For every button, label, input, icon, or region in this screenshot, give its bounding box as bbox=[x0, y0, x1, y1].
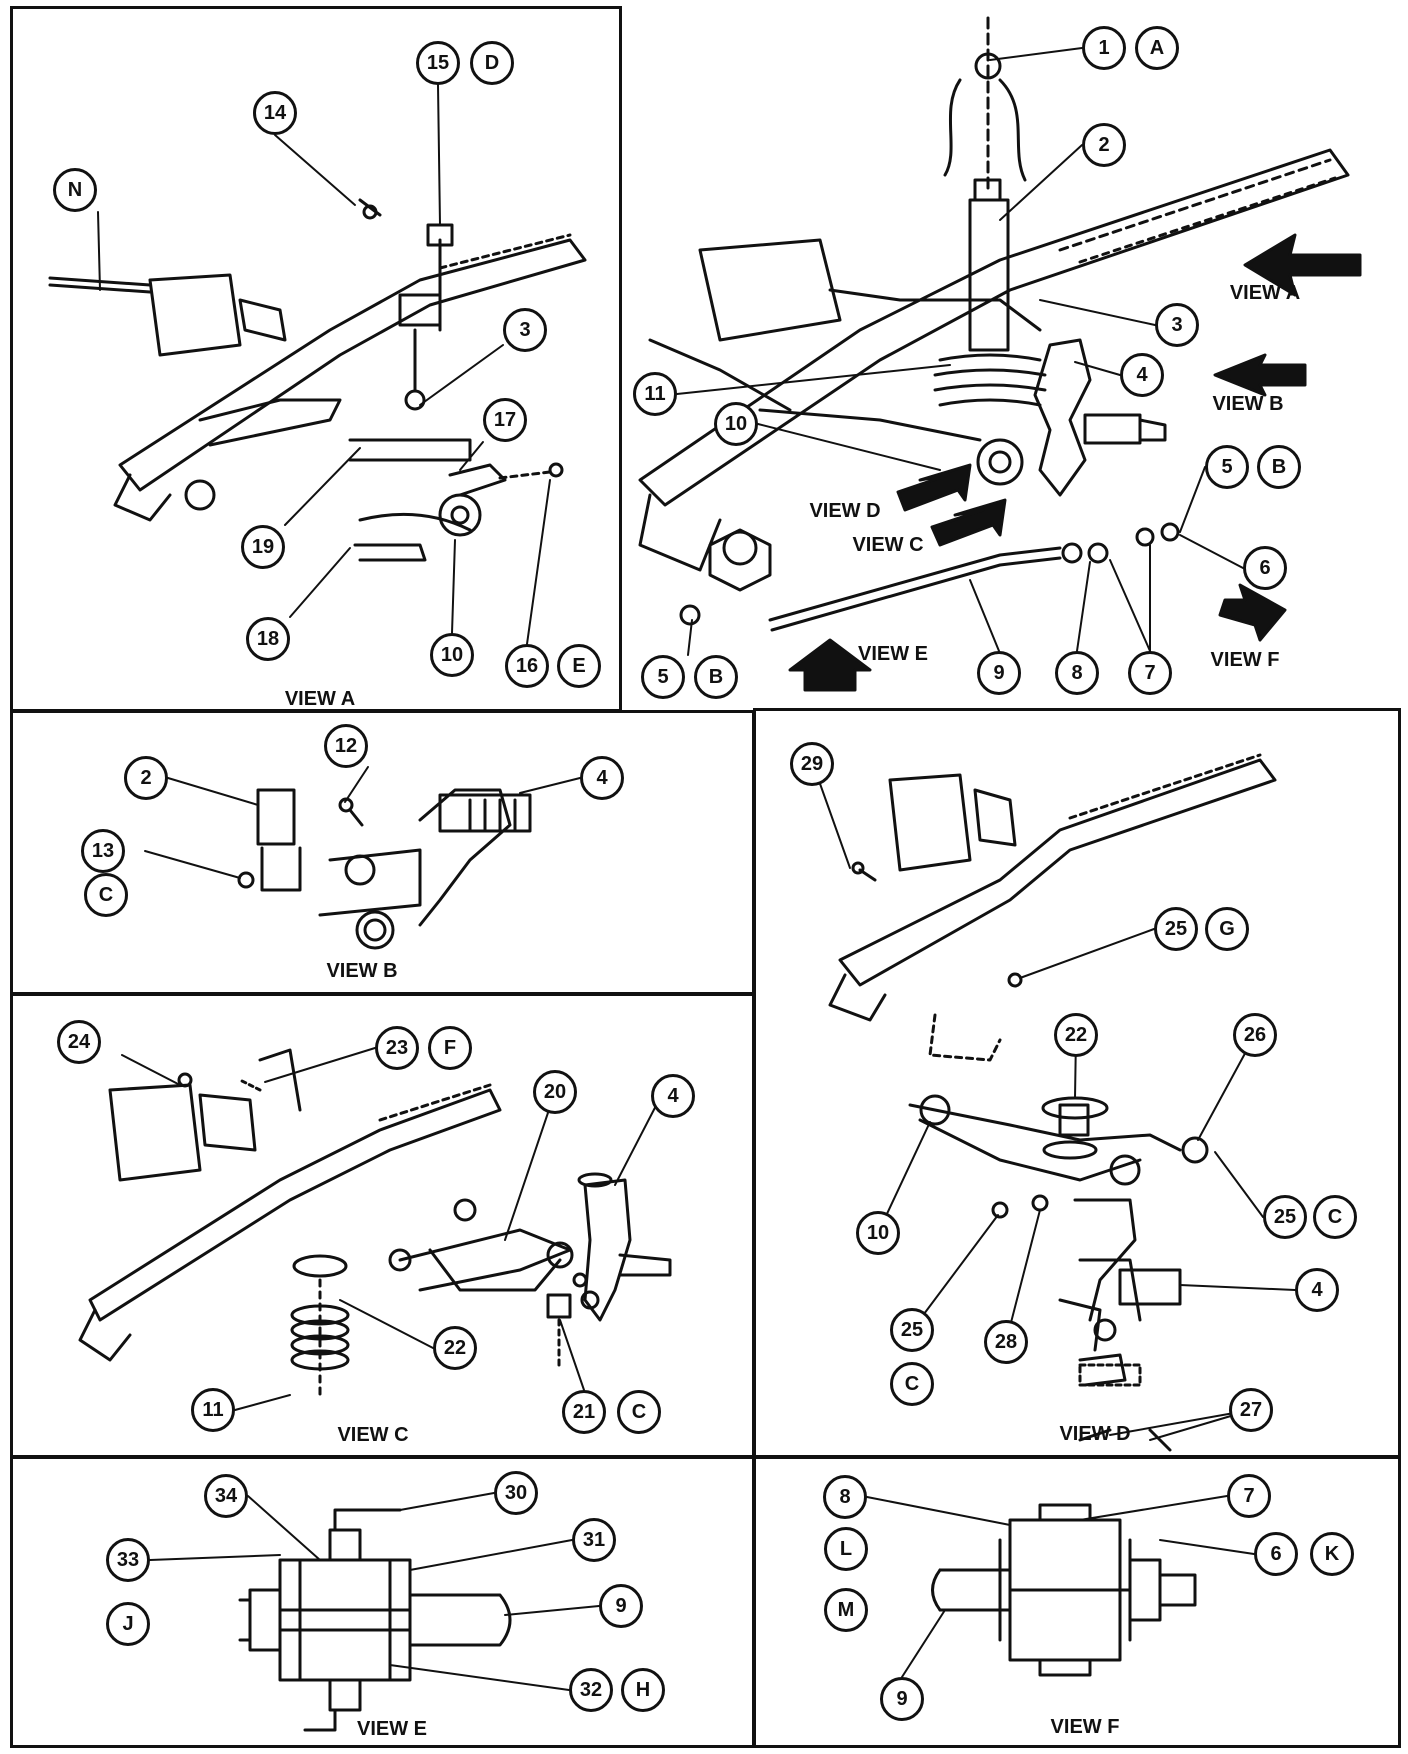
callout-c-21: 21 bbox=[562, 1390, 606, 1434]
main-frame-rail-art bbox=[640, 150, 1348, 570]
main-stabilizer-art bbox=[681, 524, 1178, 630]
title-view-a: VIEW A bbox=[284, 688, 356, 710]
callout-d-g: G bbox=[1205, 907, 1249, 951]
callout-d-25-top: 25 bbox=[1154, 907, 1198, 951]
callout-d-28: 28 bbox=[984, 1320, 1028, 1364]
arrow-label-view-c: VIEW C bbox=[852, 534, 924, 556]
view-a-art bbox=[50, 200, 585, 560]
callout-c-20: 20 bbox=[533, 1070, 577, 1114]
callout-f-l: L bbox=[824, 1527, 868, 1571]
callout-main-b-left: B bbox=[694, 655, 738, 699]
callout-a-3: 3 bbox=[503, 308, 547, 352]
callout-main-5-right: 5 bbox=[1205, 445, 1249, 489]
arrow-label-view-a: VIEW A bbox=[1229, 282, 1301, 304]
callout-a-17: 17 bbox=[483, 398, 527, 442]
callout-a-14: 14 bbox=[253, 91, 297, 135]
callout-main-11: 11 bbox=[633, 372, 677, 416]
callout-f-m: M bbox=[824, 1588, 868, 1632]
title-view-b: VIEW B bbox=[326, 960, 398, 982]
callout-main-8: 8 bbox=[1055, 651, 1099, 695]
callout-e-h: H bbox=[621, 1668, 665, 1712]
callout-e-31: 31 bbox=[572, 1518, 616, 1562]
callout-main-b-right: B bbox=[1257, 445, 1301, 489]
view-f-art bbox=[933, 1505, 1196, 1675]
callout-f-7: 7 bbox=[1227, 1474, 1271, 1518]
title-view-e: VIEW E bbox=[356, 1718, 428, 1740]
callout-a-d: D bbox=[470, 41, 514, 85]
callout-d-29: 29 bbox=[790, 742, 834, 786]
main-strut-art bbox=[945, 18, 1025, 350]
arrow-label-view-f: VIEW F bbox=[1210, 649, 1280, 671]
callout-f-6: 6 bbox=[1254, 1532, 1298, 1576]
callout-d-4: 4 bbox=[1295, 1268, 1339, 1312]
callout-b-4: 4 bbox=[580, 756, 624, 800]
callout-e-33: 33 bbox=[106, 1538, 150, 1582]
callout-a-10: 10 bbox=[430, 633, 474, 677]
callout-main-4: 4 bbox=[1120, 353, 1164, 397]
view-e-art bbox=[240, 1510, 510, 1730]
title-view-d: VIEW D bbox=[1059, 1423, 1131, 1445]
callout-a-15: 15 bbox=[416, 41, 460, 85]
callout-d-c-right: C bbox=[1313, 1195, 1357, 1239]
callout-e-34: 34 bbox=[204, 1474, 248, 1518]
callout-f-k: K bbox=[1310, 1532, 1354, 1576]
callout-b-12: 12 bbox=[324, 724, 368, 768]
callout-c-f: F bbox=[428, 1026, 472, 1070]
callout-main-2: 2 bbox=[1082, 123, 1126, 167]
callout-main-10: 10 bbox=[714, 402, 758, 446]
callout-d-25-right: 25 bbox=[1263, 1195, 1307, 1239]
callout-c-22: 22 bbox=[433, 1326, 477, 1370]
callout-e-30: 30 bbox=[494, 1471, 538, 1515]
callout-e-32: 32 bbox=[569, 1668, 613, 1712]
callout-a-e: E bbox=[557, 644, 601, 688]
callout-b-13: 13 bbox=[81, 829, 125, 873]
callout-d-26: 26 bbox=[1233, 1013, 1277, 1057]
main-spring-art bbox=[935, 355, 1045, 484]
callout-d-22: 22 bbox=[1054, 1013, 1098, 1057]
callout-f-9: 9 bbox=[880, 1677, 924, 1721]
callout-b-c: C bbox=[84, 873, 128, 917]
callout-main-7: 7 bbox=[1128, 651, 1172, 695]
callout-d-25-left: 25 bbox=[890, 1308, 934, 1352]
main-knuckle-art bbox=[1035, 340, 1165, 495]
main-view-arrows-art bbox=[790, 235, 1360, 690]
callout-c-c: C bbox=[617, 1390, 661, 1434]
callout-a-18: 18 bbox=[246, 617, 290, 661]
callout-e-j: J bbox=[106, 1602, 150, 1646]
arrow-label-view-e: VIEW E bbox=[857, 643, 929, 665]
callout-main-3: 3 bbox=[1155, 303, 1199, 347]
callout-c-4: 4 bbox=[651, 1074, 695, 1118]
callout-d-c-left: C bbox=[890, 1362, 934, 1406]
callout-main-6: 6 bbox=[1243, 546, 1287, 590]
title-view-c: VIEW C bbox=[337, 1424, 409, 1446]
callout-main-9: 9 bbox=[977, 651, 1021, 695]
callout-c-11: 11 bbox=[191, 1388, 235, 1432]
arrow-label-view-d: VIEW D bbox=[809, 500, 881, 522]
callout-a-19: 19 bbox=[241, 525, 285, 569]
view-b-art bbox=[239, 790, 530, 948]
callout-e-9: 9 bbox=[599, 1584, 643, 1628]
callout-main-5-left: 5 bbox=[641, 655, 685, 699]
callout-main-1: 1 bbox=[1082, 26, 1126, 70]
callout-d-10: 10 bbox=[856, 1211, 900, 1255]
callout-b-2: 2 bbox=[124, 756, 168, 800]
callout-d-27: 27 bbox=[1229, 1388, 1273, 1432]
view-d-art bbox=[830, 755, 1275, 1450]
callout-a-n: N bbox=[53, 168, 97, 212]
callout-c-24: 24 bbox=[57, 1020, 101, 1064]
panel-view-f bbox=[753, 1456, 1401, 1748]
title-view-f: VIEW F bbox=[1050, 1716, 1120, 1738]
callout-f-8: 8 bbox=[823, 1475, 867, 1519]
callout-main-a: A bbox=[1135, 26, 1179, 70]
callout-a-16: 16 bbox=[505, 644, 549, 688]
view-c-art bbox=[80, 1050, 670, 1400]
arrow-label-view-b: VIEW B bbox=[1212, 393, 1284, 415]
callout-c-23: 23 bbox=[375, 1026, 419, 1070]
